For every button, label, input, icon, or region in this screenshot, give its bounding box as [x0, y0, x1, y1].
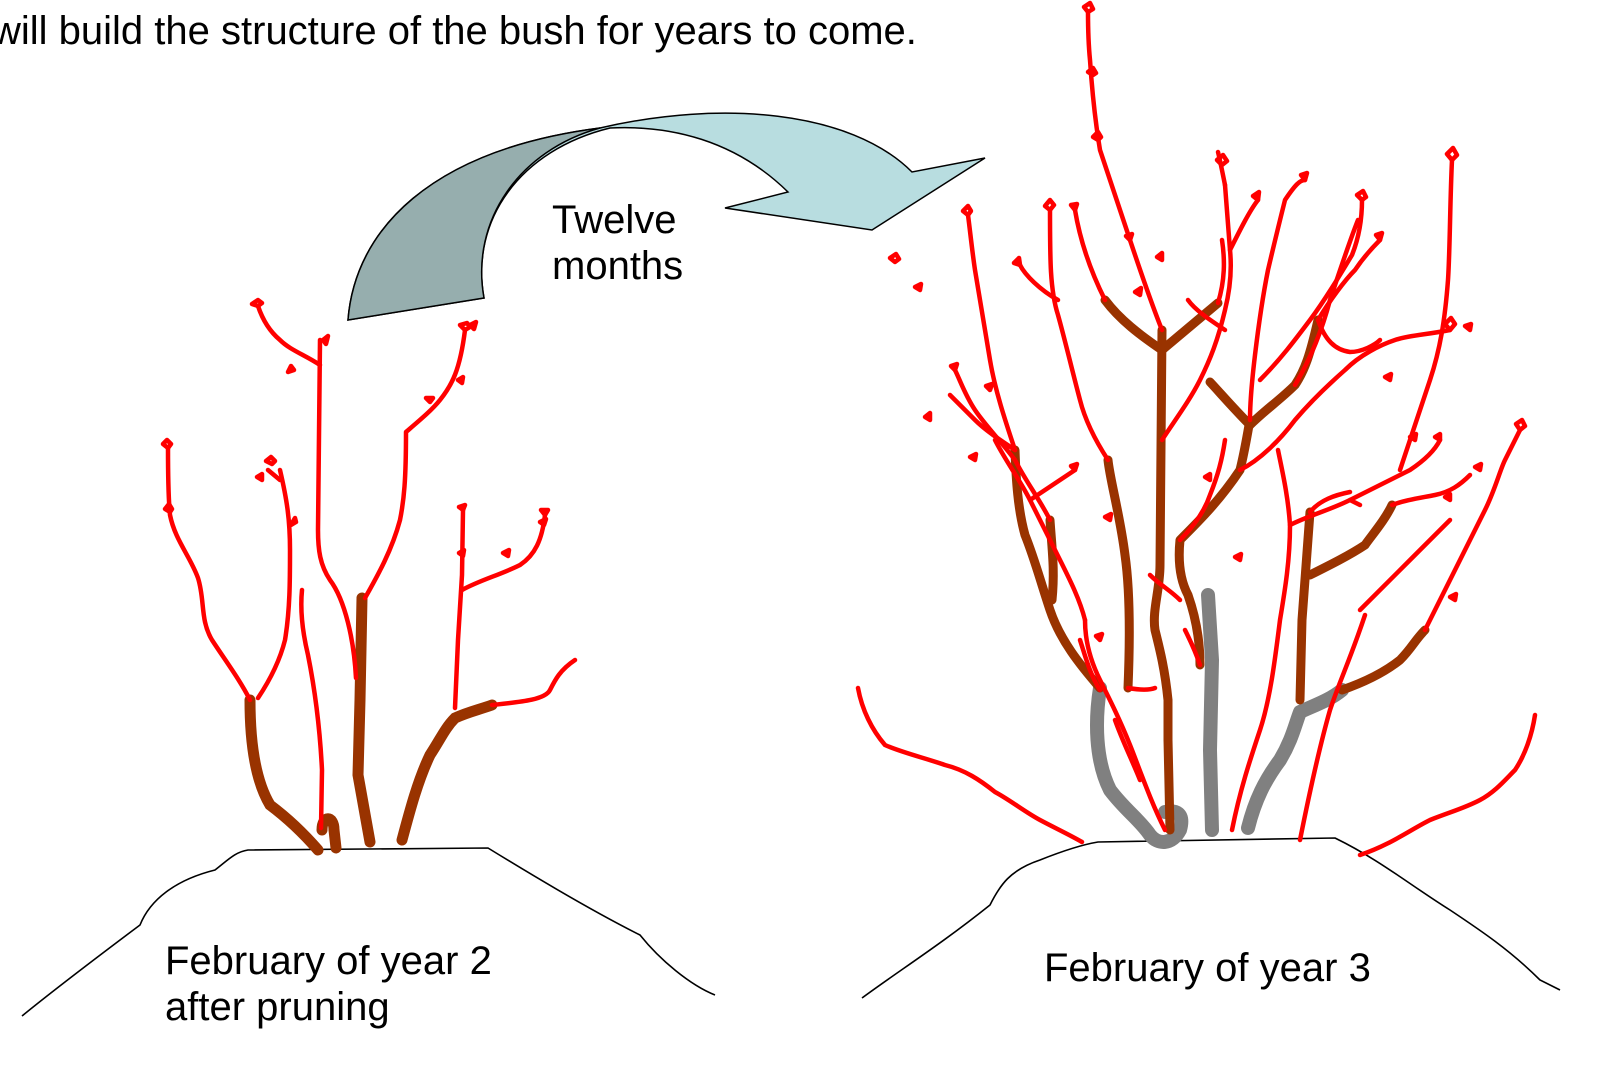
- right-bush-new-shoots: [858, 3, 1535, 855]
- caption-text: will build the structure of the bush for…: [0, 8, 917, 54]
- right-bush-label: February of year 3: [1044, 945, 1371, 991]
- time-arrow-label-line2: months: [552, 243, 683, 289]
- left-bush-label: February of year 2 after pruning: [165, 938, 492, 1030]
- left-bush-new-shoots: [163, 300, 575, 828]
- time-arrow-label: Twelve months: [552, 197, 683, 289]
- time-arrow-label-line1: Twelve: [552, 197, 683, 243]
- left-bush-label-line1: February of year 2: [165, 938, 492, 984]
- left-bush-label-line2: after pruning: [165, 984, 492, 1030]
